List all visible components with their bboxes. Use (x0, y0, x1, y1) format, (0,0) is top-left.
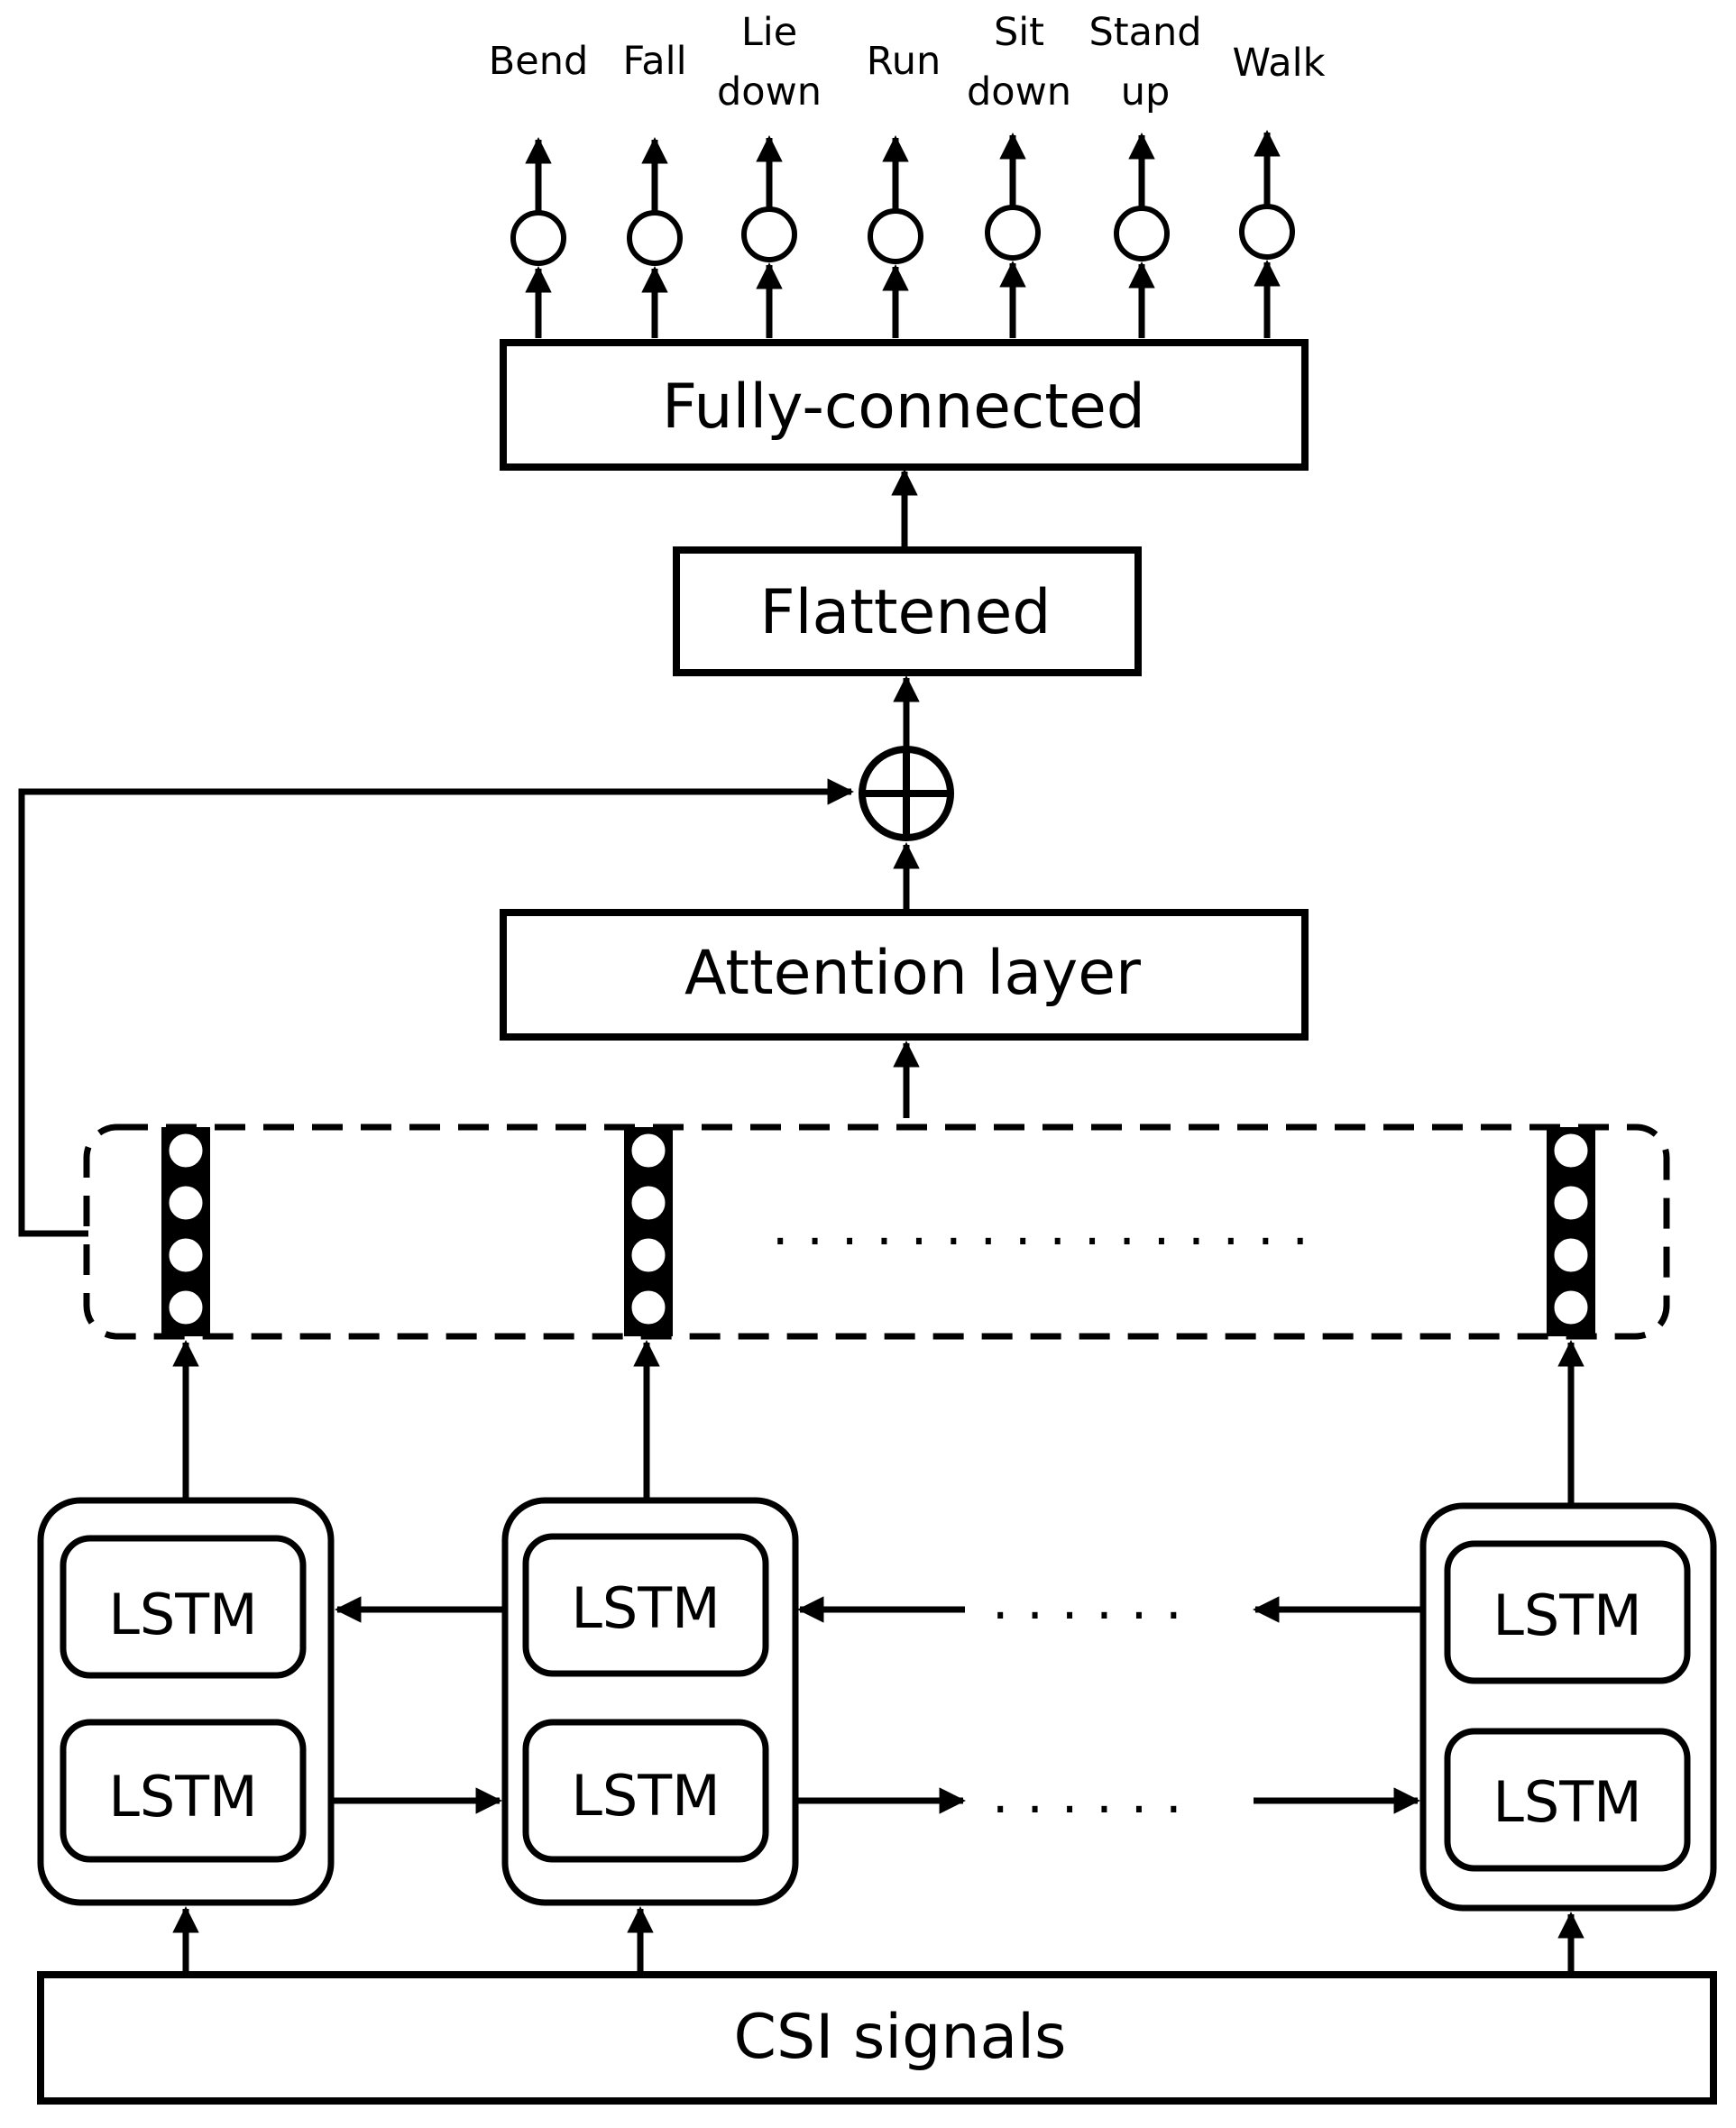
lstm-backward-label-2: LSTM (571, 1575, 720, 1641)
lstm-forward-label-2: LSTM (571, 1763, 720, 1829)
fully-connected-layer: Fully-connected (500, 339, 1309, 471)
hidden-states-ellipsis: ................ (772, 1196, 1327, 1257)
class-label-stand-up: up (1121, 69, 1171, 115)
bilstm-cell-n: LSTM LSTM (1419, 1502, 1717, 1912)
hidden-state-vector-2 (624, 1127, 673, 1336)
output-node-run (868, 135, 923, 338)
output-node-lie-down (741, 135, 797, 338)
output-node-stand-up (1114, 133, 1170, 338)
backward-ellipsis: ...... (992, 1570, 1200, 1631)
bilstm-cell-1: LSTM LSTM (37, 1497, 335, 1906)
csi-signals-label: CSI signals (734, 2002, 1067, 2073)
hidden-states-group: ................ (83, 1124, 1670, 1340)
hidden-state-vector-1 (161, 1127, 210, 1336)
hidden-state-vector-n (1547, 1127, 1595, 1336)
forward-ellipsis: ...... (992, 1764, 1200, 1825)
class-label-stand: Stand (1088, 10, 1201, 55)
residual-connection (18, 778, 854, 1237)
output-node-sit-down (985, 133, 1041, 338)
flattened-label: Flattened (760, 577, 1052, 648)
bilstm-cell-2: LSTM LSTM (501, 1497, 799, 1906)
class-label-bend: Bend (489, 39, 589, 84)
output-node-bend (510, 137, 566, 338)
output-node-fall (627, 137, 683, 338)
output-labels: Bend Fall Lie down Run Sit down Stand up… (489, 10, 1326, 115)
output-node-walk (1239, 130, 1295, 338)
attention-layer-label: Attention layer (684, 938, 1141, 1009)
lstm-forward-label-1: LSTM (108, 1764, 257, 1830)
class-label-lie: Lie (741, 10, 797, 55)
class-label-run: Run (867, 39, 941, 84)
class-label-walk: Walk (1233, 41, 1326, 86)
class-label-fall: Fall (622, 39, 686, 84)
flattened-layer: Flattened (673, 546, 1142, 676)
fully-connected-label: Fully-connected (662, 371, 1145, 443)
csi-signals-input: CSI signals (37, 1971, 1717, 2105)
lstm-forward-label-n: LSTM (1493, 1769, 1641, 1835)
class-label-sit-down: down (967, 69, 1071, 115)
attention-layer: Attention layer (500, 909, 1309, 1041)
class-label-sit: Sit (994, 10, 1044, 55)
lstm-backward-label-n: LSTM (1493, 1582, 1641, 1648)
lstm-backward-label-1: LSTM (108, 1582, 257, 1647)
output-neurons (510, 130, 1295, 338)
sum-node (859, 746, 954, 841)
class-label-lie-down: down (717, 69, 822, 115)
